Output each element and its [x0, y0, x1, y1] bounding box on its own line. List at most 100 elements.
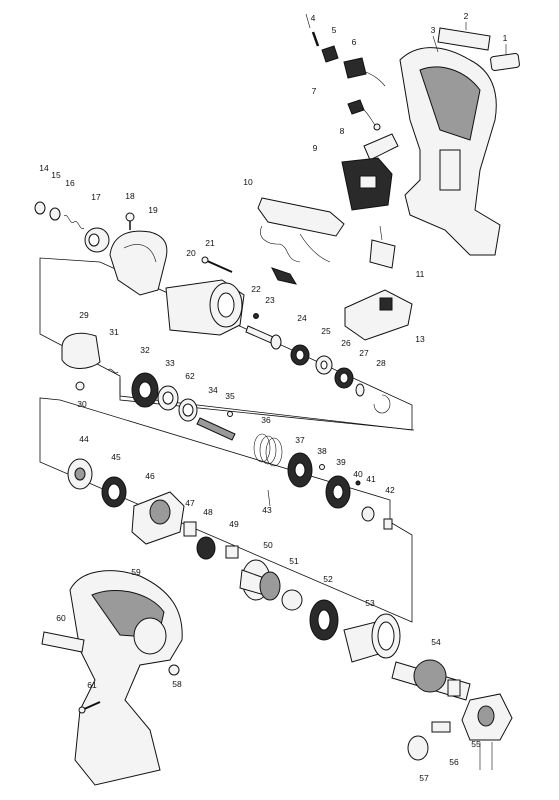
carrier-part — [196, 536, 216, 560]
cap-part — [407, 735, 429, 761]
part-number-label-9: 9 — [313, 143, 318, 153]
leader-lines — [267, 13, 507, 507]
screw-part-4 — [311, 31, 320, 47]
part-number-label-46: 46 — [145, 471, 155, 481]
battery-terminal-part — [344, 289, 413, 341]
hammer-part — [287, 452, 313, 488]
part-number-label-15: 15 — [51, 170, 61, 180]
part-number-label-19: 19 — [148, 205, 158, 215]
part-number-label-60: 60 — [56, 613, 66, 623]
part-number-label-16: 16 — [65, 178, 75, 188]
ring-part-15 — [49, 207, 61, 221]
part-number-label-10: 10 — [243, 177, 253, 187]
switch-part — [341, 157, 393, 211]
part-number-label-55: 55 — [471, 739, 481, 749]
part-number-label-22: 22 — [251, 284, 261, 294]
part-number-label-53: 53 — [365, 598, 375, 608]
part-number-label-39: 39 — [336, 457, 346, 467]
spring-part-16 — [63, 214, 85, 230]
part-number-label-44: 44 — [79, 434, 89, 444]
part-number-label-41: 41 — [366, 474, 376, 484]
bearing-part-45 — [101, 476, 127, 508]
part-number-label-21: 21 — [205, 238, 215, 248]
ball-part-35 — [227, 411, 233, 417]
part-number-label-28: 28 — [376, 358, 386, 368]
yoke-part — [343, 613, 401, 663]
part-number-label-32: 32 — [140, 345, 150, 355]
sleeve-part-17 — [84, 227, 110, 253]
lead-wire-part — [347, 99, 381, 131]
screw-part-30 — [75, 381, 85, 391]
part-number-label-17: 17 — [91, 192, 101, 202]
part-number-label-42: 42 — [385, 485, 395, 495]
part-number-label-1: 1 — [503, 33, 508, 43]
part-number-label-34: 34 — [208, 385, 218, 395]
label-part-60 — [41, 631, 85, 653]
ball-part-38 — [319, 464, 325, 470]
planet-gear-part — [183, 521, 197, 537]
internal-gear-part — [131, 491, 185, 545]
part-number-label-25: 25 — [321, 326, 331, 336]
part-number-label-51: 51 — [289, 556, 299, 566]
bearing-part-26 — [334, 367, 354, 389]
part-number-label-26: 26 — [341, 338, 351, 348]
part-number-label-50: 50 — [263, 540, 273, 550]
part-number-label-33: 33 — [165, 358, 175, 368]
gear-subassembly-frame — [119, 378, 415, 431]
part-number-label-14: 14 — [39, 163, 49, 173]
retaining-ring-part-14 — [34, 201, 46, 215]
ring-gear-part — [239, 559, 281, 601]
motor-housing-part — [165, 279, 245, 336]
part-number-label-61: 61 — [87, 680, 97, 690]
retaining-ring-part-28 — [373, 394, 391, 414]
gear-part-49 — [225, 545, 239, 559]
plate-part — [281, 589, 303, 611]
shaft-part — [196, 417, 236, 441]
part-number-label-37: 37 — [295, 435, 305, 445]
ring-part-62 — [178, 398, 198, 422]
button-part-58 — [168, 664, 180, 676]
insulation-sheet-part — [369, 225, 396, 269]
part-number-label-30: 30 — [77, 399, 87, 409]
part-number-label-18: 18 — [125, 191, 135, 201]
housing-set-part — [399, 47, 501, 256]
part-number-label-11: 11 — [416, 269, 425, 279]
part-number-label-3: 3 — [431, 25, 436, 35]
part-number-label-48: 48 — [203, 507, 213, 517]
part-number-label-56: 56 — [449, 757, 459, 767]
ring-part-27 — [355, 383, 365, 397]
screw-part-42 — [383, 518, 393, 530]
part-number-label-45: 45 — [111, 452, 121, 462]
washer-part-41 — [361, 506, 375, 522]
terminal-part — [321, 45, 339, 63]
part-number-label-43: 43 — [262, 505, 272, 515]
part-number-label-7: 7 — [312, 86, 317, 96]
carbon-brush-part — [431, 721, 451, 733]
part-number-label-52: 52 — [323, 574, 333, 584]
bearing-part-25 — [315, 355, 333, 375]
part-number-label-27: 27 — [359, 348, 369, 358]
part-number-label-58: 58 — [172, 679, 182, 689]
part-number-label-24: 24 — [297, 313, 307, 323]
ball-part-22 — [253, 313, 259, 319]
part-number-label-47: 47 — [185, 498, 195, 508]
part-number-label-59: 59 — [131, 567, 141, 577]
part-number-label-49: 49 — [229, 519, 239, 529]
left-housing-part — [69, 570, 183, 786]
part-number-label-4: 4 — [311, 13, 316, 23]
retainer-part — [309, 599, 339, 641]
gear-cover-part — [109, 230, 168, 296]
screw-part-18 — [125, 212, 135, 230]
spindle-part — [245, 325, 282, 350]
part-number-label-57: 57 — [419, 773, 429, 783]
spring-part-31 — [107, 368, 119, 374]
part-number-label-2: 2 — [464, 11, 469, 21]
armature-part — [391, 659, 471, 701]
part-number-label-20: 20 — [186, 248, 196, 258]
part-number-label-29: 29 — [79, 310, 89, 320]
part-number-label-54: 54 — [431, 637, 441, 647]
spring-part-36 — [253, 433, 283, 467]
part-number-label-8: 8 — [340, 126, 345, 136]
